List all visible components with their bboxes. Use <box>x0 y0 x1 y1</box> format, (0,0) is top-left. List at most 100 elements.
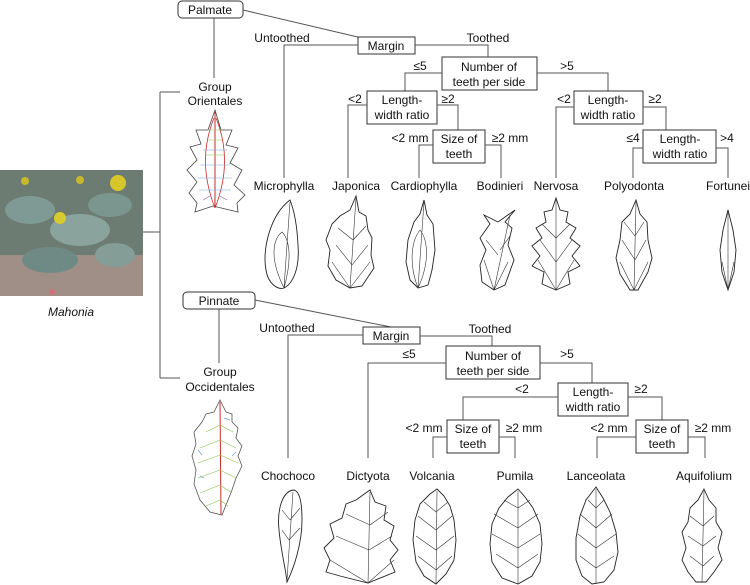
connector <box>242 9 363 39</box>
node-label: teeth <box>446 147 473 161</box>
node-label: teeth per side <box>457 364 530 378</box>
branch-label: Toothed <box>467 31 510 45</box>
node-label: Number of <box>461 60 518 74</box>
connector <box>287 334 363 458</box>
connector <box>404 72 442 91</box>
leaf-chochoco <box>278 489 303 584</box>
branch-label: ≥2 <box>441 92 455 106</box>
branch-label: <2 <box>515 382 529 396</box>
connector <box>537 72 609 91</box>
connector <box>347 104 367 178</box>
length-width-node-palmate-right[interactable] <box>573 90 644 125</box>
leaf-pumila <box>489 488 543 585</box>
teeth-size-node-palmate[interactable] <box>432 129 486 164</box>
node-label: teeth per side <box>453 75 526 89</box>
node-label: Length- <box>573 385 614 399</box>
teeth-count-node-palmate[interactable] <box>441 56 538 91</box>
species-label: Fortunei <box>706 179 750 193</box>
branch-label: <2 mm <box>391 131 428 145</box>
leaf-architecture-occidentales <box>191 399 243 516</box>
branch-label: >4 <box>720 131 734 145</box>
species-label: Volcania <box>409 469 455 483</box>
group-name: Occidentales <box>185 380 254 394</box>
length-width-node-palmate-left[interactable] <box>366 90 438 125</box>
species-label: Dictyota <box>346 469 390 483</box>
species-label: Japonica <box>332 179 380 193</box>
connector <box>437 104 459 130</box>
connector <box>499 436 516 458</box>
species-label: Cardiophylla <box>391 179 458 193</box>
connector <box>555 106 574 178</box>
node-label: Number of <box>465 349 522 363</box>
connector <box>420 335 493 346</box>
connector <box>596 436 636 458</box>
branch-label: ≥2 mm <box>492 131 529 145</box>
branch-label: ≤5 <box>413 59 427 73</box>
branch-label: Untoothed <box>254 31 309 45</box>
connector <box>432 436 447 458</box>
leaf-cardiophylla <box>405 199 436 289</box>
leaf-bodinieri <box>479 209 516 291</box>
leaf-aquifolium <box>681 487 723 583</box>
leaf-japonica <box>325 194 375 289</box>
leaf-nervosa <box>531 196 581 291</box>
venation-label: Palmate <box>188 3 232 17</box>
connector <box>254 299 392 328</box>
branch-label: ≥2 <box>634 382 648 396</box>
branch-label: ≥2 <box>648 92 662 106</box>
length-width-node-pinnate[interactable] <box>557 382 629 417</box>
node-label: Size of <box>441 132 478 146</box>
node-label: Length- <box>382 93 423 107</box>
leaf-dictyota <box>323 489 399 584</box>
branch-label: <2 <box>557 92 571 106</box>
teeth-count-node-pinnate[interactable] <box>445 345 541 380</box>
node-label: width ratio <box>652 147 708 161</box>
connector <box>367 362 446 458</box>
species-label: Microphylla <box>254 179 315 193</box>
species-label: Nervosa <box>534 179 579 193</box>
leaf-lanceolata <box>575 486 619 585</box>
length-width-node-palmate-right-2[interactable] <box>642 129 717 164</box>
species-label: Bodinieri <box>477 179 524 193</box>
node-label: width ratio <box>565 400 621 414</box>
branch-label: ≤4 <box>626 131 640 145</box>
leaf-volcania <box>412 488 457 585</box>
branch-label: ≤5 <box>402 347 416 361</box>
connector <box>418 144 433 178</box>
node-label: width ratio <box>374 108 430 122</box>
species-label: Aquifolium <box>676 469 732 483</box>
teeth-size-node-pinnate-right[interactable] <box>635 419 689 454</box>
group-name: Group <box>198 80 232 94</box>
branch-label: ≥2 mm <box>506 421 543 435</box>
branch-label: Untoothed <box>259 321 314 335</box>
node-label: Margin <box>373 329 410 343</box>
species-label: Pumila <box>497 469 534 483</box>
branch-label: >5 <box>560 59 574 73</box>
species-label: Chochoco <box>261 469 315 483</box>
species-label: Polyodonta <box>604 179 664 193</box>
leaf-fortunei <box>719 209 737 292</box>
genus-bracket <box>143 91 180 379</box>
connector <box>462 396 558 420</box>
group-name: Orientales <box>188 94 243 108</box>
venation-node-palmate[interactable] <box>177 0 244 19</box>
species-label: Lanceolata <box>567 469 626 483</box>
connector <box>632 147 643 178</box>
node-label: teeth <box>460 437 487 451</box>
node-label: width ratio <box>580 108 636 122</box>
venation-label: Pinnate <box>199 294 240 308</box>
leaf-polyodonta <box>615 198 653 291</box>
node-label: Length- <box>660 132 701 146</box>
branch-label: <2 mm <box>590 421 627 435</box>
node-label: Size of <box>455 422 492 436</box>
branch-label: <2 <box>348 92 362 106</box>
node-label: Size of <box>644 422 681 436</box>
branch-label: ≥2 mm <box>695 421 732 435</box>
node-label: teeth <box>649 437 676 451</box>
group-name: Group <box>203 365 237 379</box>
connector <box>628 396 663 420</box>
branch-label: >5 <box>560 347 574 361</box>
leaf-architecture-orientales <box>186 108 246 213</box>
connector <box>283 44 358 178</box>
